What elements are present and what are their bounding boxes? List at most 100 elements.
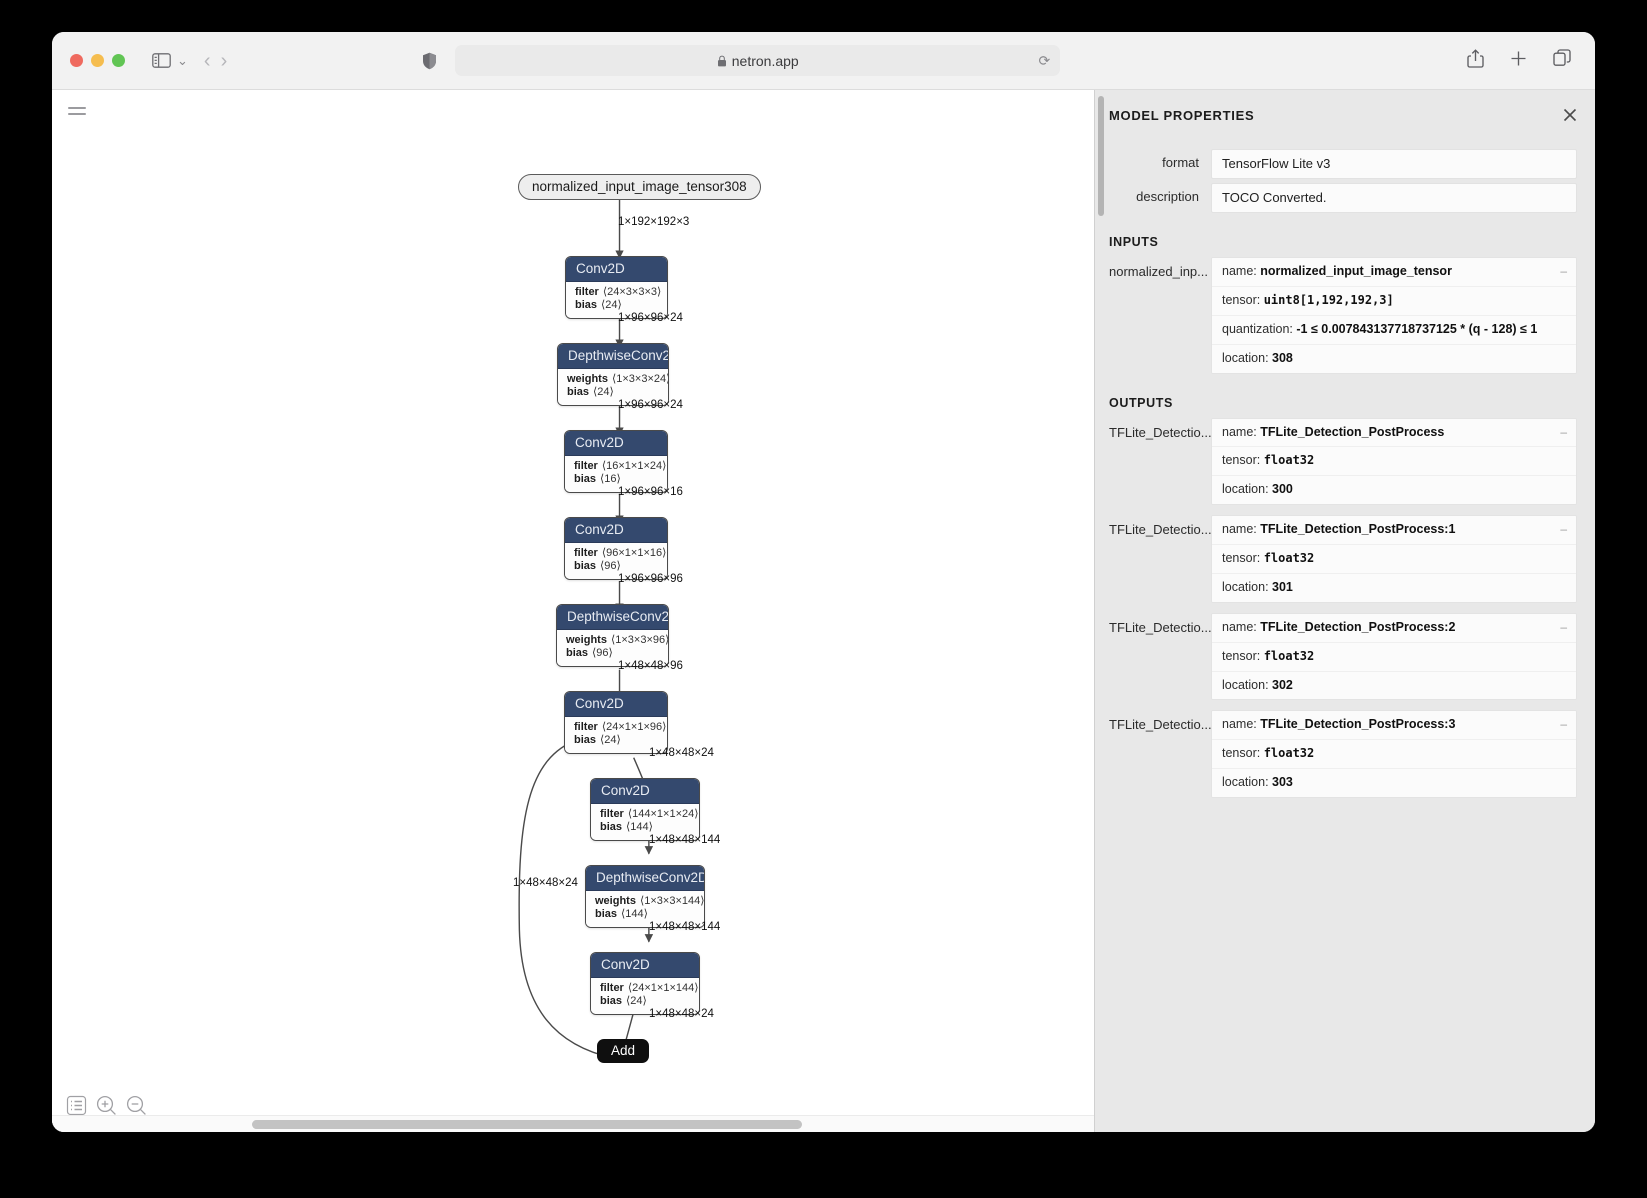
attr-value: ⟨24⟩	[601, 299, 622, 312]
collapse-toggle-icon[interactable]: –	[1560, 424, 1567, 439]
close-icon[interactable]	[1559, 104, 1581, 126]
plus-icon[interactable]	[1510, 50, 1527, 72]
collapse-toggle-icon[interactable]: –	[1560, 264, 1567, 278]
field-label: format	[1162, 155, 1199, 170]
node-attr: bias⟨16⟩	[574, 473, 658, 486]
address-bar[interactable]: netron.app ⟳	[455, 45, 1061, 76]
graph-node-conv2d-6[interactable]: Conv2D filter⟨24×1×1×144⟩ bias⟨24⟩	[590, 952, 700, 1015]
navigation-arrows: ‹ ›	[204, 51, 227, 71]
input-card: name: normalized_input_image_tensor – te…	[1211, 257, 1577, 374]
graph-pane[interactable]: normalized_input_image_tensor308 1×192×1…	[52, 90, 1095, 1132]
collapse-toggle-icon[interactable]: –	[1560, 619, 1567, 634]
chevron-down-icon[interactable]: ⌄	[177, 52, 188, 68]
line-value: 302	[1272, 677, 1293, 692]
input-name-label: normalized_inp...	[1109, 264, 1208, 279]
node-type: Conv2D	[591, 953, 699, 978]
input-row: normalized_inp... name: normalized_input…	[1107, 257, 1577, 374]
line-value: -1 ≤ 0.007843137718737125 * (q - 128) ≤ …	[1296, 321, 1538, 336]
hamburger-menu-icon[interactable]	[64, 98, 90, 124]
line-key: tensor:	[1222, 746, 1264, 761]
graph-node-conv2d-1[interactable]: Conv2D filter⟨24×3×3×3⟩ bias⟨24⟩	[565, 256, 668, 319]
line-value: float32	[1263, 746, 1315, 761]
attr-value: ⟨1×3×3×24⟩	[611, 373, 669, 385]
node-type: DepthwiseConv2D	[557, 605, 668, 630]
attr-name: bias	[574, 473, 597, 486]
properties-scrollbar[interactable]	[1095, 90, 1107, 1132]
attr-name: bias	[595, 908, 618, 921]
collapse-toggle-icon[interactable]: –	[1560, 522, 1567, 537]
node-attr: bias⟨144⟩	[600, 821, 690, 834]
graph-node-conv2d-4[interactable]: Conv2D filter⟨24×1×1×96⟩ bias⟨24⟩	[564, 691, 668, 754]
graph-node-conv2d-2[interactable]: Conv2D filter⟨16×1×1×24⟩ bias⟨16⟩	[564, 430, 668, 493]
edge-label: 1×192×192×3	[618, 216, 690, 228]
tab-overview-icon[interactable]	[1553, 49, 1571, 72]
attr-name: weights	[567, 373, 608, 385]
attr-name: filter	[574, 721, 598, 733]
properties-content: MODEL PROPERTIES format TensorFlow Lite …	[1107, 90, 1595, 1132]
output-name-line: name: TFLite_Detection_PostProcess –	[1212, 418, 1576, 448]
back-arrow-icon[interactable]: ‹	[203, 49, 211, 72]
share-icon[interactable]	[1467, 48, 1484, 73]
horizontal-scrollbar[interactable]	[52, 1115, 1094, 1132]
scrollbar-thumb[interactable]	[252, 1120, 802, 1129]
node-type: Conv2D	[591, 779, 699, 804]
browser-toolbar: ⌄ ‹ › netron.app ⟳	[52, 32, 1595, 90]
attr-name: bias	[574, 734, 597, 747]
list-icon[interactable]	[66, 1095, 87, 1116]
graph-input-node[interactable]: normalized_input_image_tensor308	[518, 174, 761, 200]
line-value: TFLite_Detection_PostProcess:2	[1260, 619, 1456, 634]
line-key: name:	[1222, 424, 1261, 439]
graph-node-add[interactable]: Add	[597, 1039, 650, 1063]
zoom-out-icon[interactable]	[126, 1095, 147, 1116]
node-attributes: weights⟨1×3×3×144⟩ bias⟨144⟩	[586, 891, 704, 927]
line-value: TFLite_Detection_PostProcess:1	[1260, 522, 1456, 537]
zoom-in-icon[interactable]	[96, 1095, 117, 1116]
line-key: tensor:	[1222, 551, 1264, 565]
attr-name: filter	[574, 460, 598, 472]
node-attr: bias⟨24⟩	[600, 995, 690, 1008]
forward-arrow-icon[interactable]: ›	[220, 49, 228, 72]
line-value: float32	[1263, 551, 1315, 565]
output-tensor-line: tensor: float32	[1212, 642, 1576, 672]
graph-node-conv2d-3[interactable]: Conv2D filter⟨96×1×1×16⟩ bias⟨96⟩	[564, 517, 668, 580]
line-value: uint8[1,192,192,3]	[1263, 292, 1394, 307]
attr-name: filter	[600, 808, 624, 820]
output-location-line: location: 302	[1212, 671, 1576, 700]
shield-icon[interactable]	[422, 52, 437, 70]
line-key: tensor:	[1222, 453, 1264, 468]
graph-node-depthwiseconv2d-3[interactable]: DepthwiseConv2D weights⟨1×3×3×144⟩ bias⟨…	[585, 865, 705, 928]
line-value: TFLite_Detection_PostProcess	[1260, 424, 1445, 439]
node-attr: bias⟨96⟩	[566, 647, 659, 660]
attr-value: ⟨1×3×3×144⟩	[639, 895, 705, 907]
attr-name: bias	[574, 560, 597, 573]
app-body: normalized_input_image_tensor308 1×192×1…	[52, 90, 1595, 1132]
attr-name: bias	[566, 647, 589, 660]
output-location-line: location: 300	[1212, 476, 1576, 505]
node-attr: filter⟨144×1×1×24⟩	[600, 808, 699, 821]
edge-label: 1×48×48×24	[649, 747, 714, 759]
collapse-toggle-icon[interactable]: –	[1560, 717, 1567, 732]
output-row: TFLite_Detectio... name: TFLite_Detectio…	[1107, 515, 1577, 603]
attr-value: ⟨1×3×3×96⟩	[610, 634, 669, 646]
graph-node-depthwiseconv2d-2[interactable]: DepthwiseConv2D weights⟨1×3×3×96⟩ bias⟨9…	[556, 604, 669, 667]
property-row-description: description TOCO Converted.	[1107, 183, 1577, 213]
graph-node-depthwiseconv2d-1[interactable]: DepthwiseConv2D weights⟨1×3×3×24⟩ bias⟨2…	[557, 343, 669, 406]
line-key: name:	[1222, 522, 1261, 537]
attr-value: ⟨16⟩	[600, 473, 621, 486]
reload-icon[interactable]: ⟳	[1038, 52, 1051, 68]
close-window-button[interactable]	[70, 54, 83, 67]
sidebar-toggle-icon[interactable]	[147, 48, 175, 74]
graph-node-conv2d-5[interactable]: Conv2D filter⟨144×1×1×24⟩ bias⟨144⟩	[590, 778, 700, 841]
model-fields: format TensorFlow Lite v3 description TO…	[1107, 149, 1577, 213]
maximize-window-button[interactable]	[112, 54, 125, 67]
output-name-line: name: TFLite_Detection_PostProcess:2 –	[1212, 613, 1576, 643]
line-key: location:	[1222, 579, 1273, 594]
model-properties-panel: MODEL PROPERTIES format TensorFlow Lite …	[1095, 90, 1595, 1132]
input-name-line: name: normalized_input_image_tensor –	[1212, 258, 1576, 287]
attr-name: bias	[600, 995, 623, 1008]
scrollbar-thumb[interactable]	[1098, 96, 1104, 216]
input-quantization-line: quantization: -1 ≤ 0.007843137718737125 …	[1212, 315, 1576, 345]
node-attributes: weights⟨1×3×3×96⟩ bias⟨96⟩	[557, 630, 668, 666]
minimize-window-button[interactable]	[91, 54, 104, 67]
attr-value: ⟨24⟩	[626, 995, 647, 1008]
